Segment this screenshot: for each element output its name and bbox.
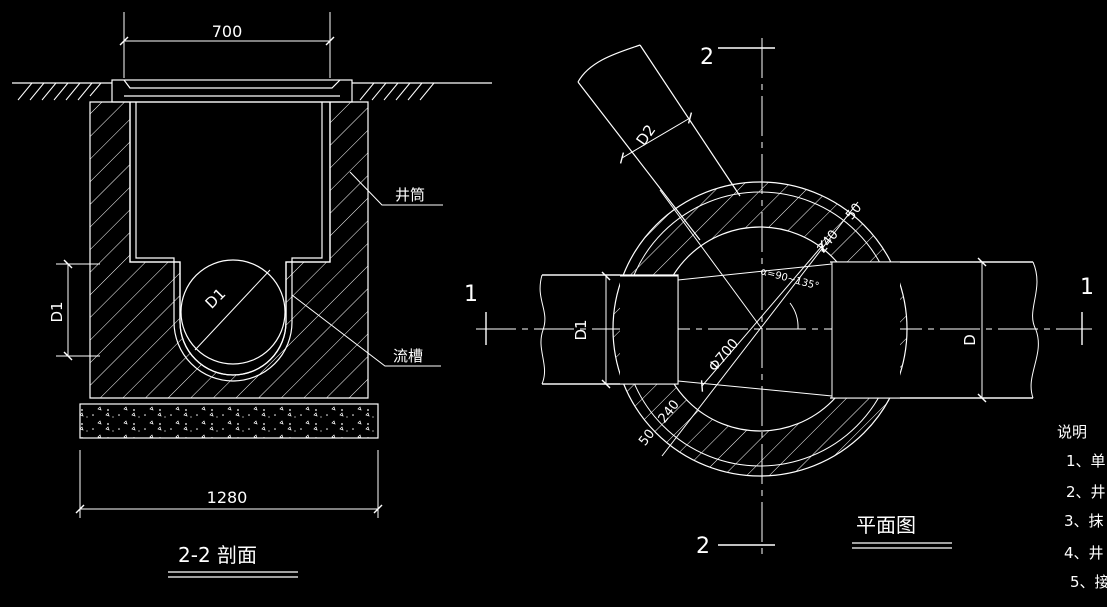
mark-2-top: 2 [700, 45, 714, 70]
section-title: 2-2 剖面 [178, 543, 257, 567]
plan-view [476, 38, 1092, 555]
dim-1280: 1280 [207, 488, 248, 507]
dim-d1-left: D1 [572, 319, 590, 340]
angle-label: α=90~135° [759, 266, 820, 292]
dim-d1-vertical: D1 [48, 301, 66, 322]
section-view [12, 12, 492, 578]
plan-title: 平面图 [856, 513, 916, 537]
note-item-3: 3、抹 [1064, 512, 1104, 530]
mark-1-right: 1 [1080, 275, 1094, 300]
pipe-circle [180, 259, 286, 365]
mark-2-bottom: 2 [696, 534, 710, 559]
dim-700: 700 [212, 22, 243, 41]
dim-phi700: Φ700 [706, 336, 743, 375]
label-wall: 井筒 [395, 186, 425, 204]
dim-d-right: D [961, 334, 979, 346]
dim-d2: D2 [632, 121, 659, 149]
mark-1-left: 1 [464, 282, 478, 307]
note-item-5: 5、接 [1070, 573, 1107, 591]
concrete-base [79, 403, 379, 439]
note-item-2: 2、井 [1066, 483, 1106, 501]
label-channel: 流槽 [393, 347, 423, 365]
note-item-4: 4、井 [1064, 544, 1104, 562]
ground-hatch [17, 82, 435, 101]
notes-heading: 说明 [1057, 423, 1088, 441]
note-item-1: 1、单 [1066, 452, 1106, 470]
